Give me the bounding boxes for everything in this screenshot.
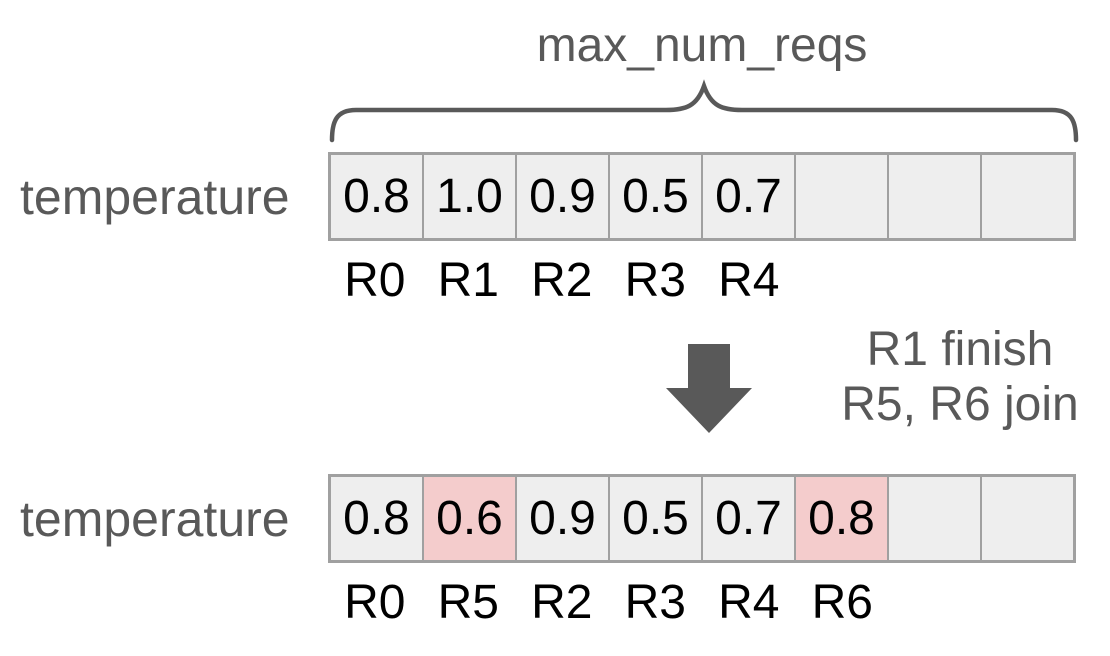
array-cell: [982, 155, 1073, 238]
array-cell: 0.7: [703, 477, 796, 560]
request-label: [983, 574, 1077, 630]
request-label: R4: [718, 575, 780, 629]
request-label: R3: [624, 253, 686, 307]
request-label: R3: [624, 575, 686, 629]
max-num-reqs-label: max_num_reqs: [536, 19, 868, 72]
cell-value: 1.0: [436, 169, 503, 223]
request-label: R5: [437, 575, 499, 629]
request-label: [889, 252, 983, 308]
cell-value: 0.5: [622, 169, 689, 223]
array-cell: 0.5: [610, 155, 703, 238]
temperature-array-before: 0.8 1.0 0.9 0.5 0.7: [328, 152, 1076, 241]
request-label: R1: [437, 253, 499, 307]
array-cell: 0.8: [331, 477, 424, 560]
request-label: R0: [344, 575, 406, 629]
array-cell: [889, 155, 982, 238]
temperature-label-before: temperature: [20, 168, 290, 225]
request-labels-after: R0 R5 R2 R3 R4 R6: [328, 574, 1076, 630]
array-cell: 0.8: [331, 155, 424, 238]
request-label: R2: [531, 575, 593, 629]
request-label: R0: [344, 253, 406, 307]
cell-value: 0.5: [622, 491, 689, 545]
request-label: [889, 574, 983, 630]
array-cell: 0.5: [610, 477, 703, 560]
transition-note: R1 finish R5, R6 join: [788, 322, 1110, 432]
cell-value: 0.7: [715, 491, 782, 545]
cell-value: 0.6: [436, 491, 503, 545]
cell-value: 0.7: [715, 169, 782, 223]
request-label: [983, 252, 1077, 308]
request-label: [796, 252, 890, 308]
transition-line-2: R5, R6 join: [841, 378, 1079, 431]
cell-value: 0.8: [343, 491, 410, 545]
array-cell: 0.6: [424, 477, 517, 560]
array-cell: 0.8: [796, 477, 889, 560]
array-cell: 0.9: [517, 155, 610, 238]
cell-value: 0.8: [808, 491, 875, 545]
request-label: R4: [718, 253, 780, 307]
temperature-label-after: temperature: [20, 490, 290, 547]
temperature-array-after: 0.8 0.6 0.9 0.5 0.7 0.8: [328, 474, 1076, 563]
array-cell: 1.0: [424, 155, 517, 238]
cell-value: 0.8: [343, 169, 410, 223]
array-cell: 0.7: [703, 155, 796, 238]
request-label: R2: [531, 253, 593, 307]
request-labels-before: R0 R1 R2 R3 R4: [328, 252, 1076, 308]
array-cell: [889, 477, 982, 560]
array-cell: [982, 477, 1073, 560]
cell-value: 0.9: [529, 169, 596, 223]
cell-value: 0.9: [529, 491, 596, 545]
array-cell: [796, 155, 889, 238]
transition-line-1: R1 finish: [866, 323, 1054, 376]
request-label: R6: [811, 575, 873, 629]
array-cell: 0.9: [517, 477, 610, 560]
